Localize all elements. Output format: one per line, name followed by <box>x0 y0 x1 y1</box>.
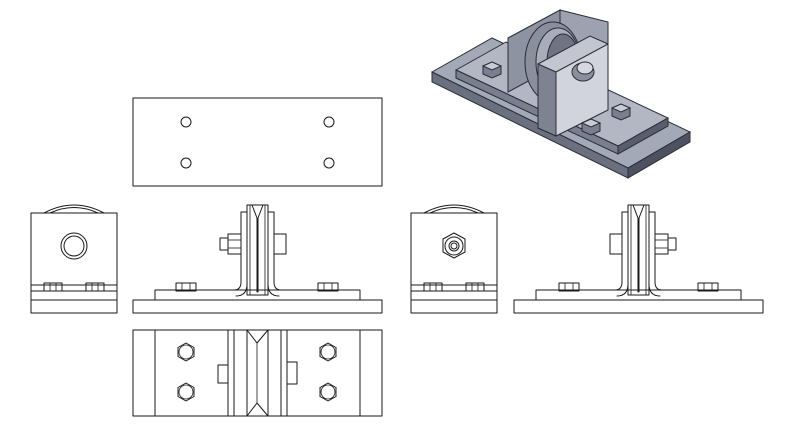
hole <box>323 157 335 169</box>
axle-head <box>286 361 298 385</box>
right-angle-bracket <box>267 211 282 297</box>
bottom-view <box>132 329 383 417</box>
bolt-head <box>423 282 443 292</box>
hex-bolt <box>177 382 195 402</box>
top-view <box>132 97 383 187</box>
axle-nut <box>654 233 669 255</box>
left-side-view <box>30 204 118 314</box>
wheel <box>627 204 650 296</box>
axle-hole <box>60 232 88 260</box>
hex-nut <box>442 232 466 259</box>
iso-hex-bolt <box>610 103 632 121</box>
top-view-outline <box>132 97 383 187</box>
axle-head <box>609 233 623 255</box>
axle-head <box>273 233 287 255</box>
bolt-head <box>697 282 719 292</box>
wheel <box>246 204 269 296</box>
base-flange <box>132 299 383 314</box>
hex-bolt <box>177 342 195 362</box>
front-view <box>132 204 383 314</box>
bolt-head <box>43 282 63 292</box>
iso-base-side <box>627 131 691 179</box>
right-side-view <box>410 204 498 314</box>
bracket-plate <box>30 212 118 286</box>
axle-end <box>667 237 677 251</box>
axle-end <box>217 364 229 384</box>
right-angle-bracket <box>648 211 663 297</box>
left-angle-bracket <box>233 211 248 297</box>
rear-view <box>513 204 764 314</box>
base-flange <box>410 299 498 314</box>
hole <box>323 116 335 128</box>
hole <box>180 116 192 128</box>
base-flange <box>513 299 764 314</box>
left-angle-bracket <box>614 211 629 297</box>
iso-hex-bolt <box>580 118 602 136</box>
axle-end <box>219 237 229 251</box>
bottom-view-outline <box>132 329 383 417</box>
hex-bolt <box>319 382 337 402</box>
base-flange <box>30 299 118 314</box>
bolt-head <box>558 282 580 292</box>
isometric-view <box>430 9 692 179</box>
hole <box>180 157 192 169</box>
bolt-head <box>175 282 197 292</box>
wheel-arc-inner <box>49 207 99 214</box>
iso-hex-bolt <box>481 61 503 79</box>
hex-bolt <box>319 342 337 362</box>
axle-nut <box>227 233 242 255</box>
axle-hole-inner <box>63 235 85 257</box>
wheel-arc <box>423 204 485 214</box>
bolt-head <box>317 282 339 292</box>
bolt-head <box>465 282 485 292</box>
bolt-head <box>85 282 105 292</box>
wheel-arc <box>43 204 105 214</box>
